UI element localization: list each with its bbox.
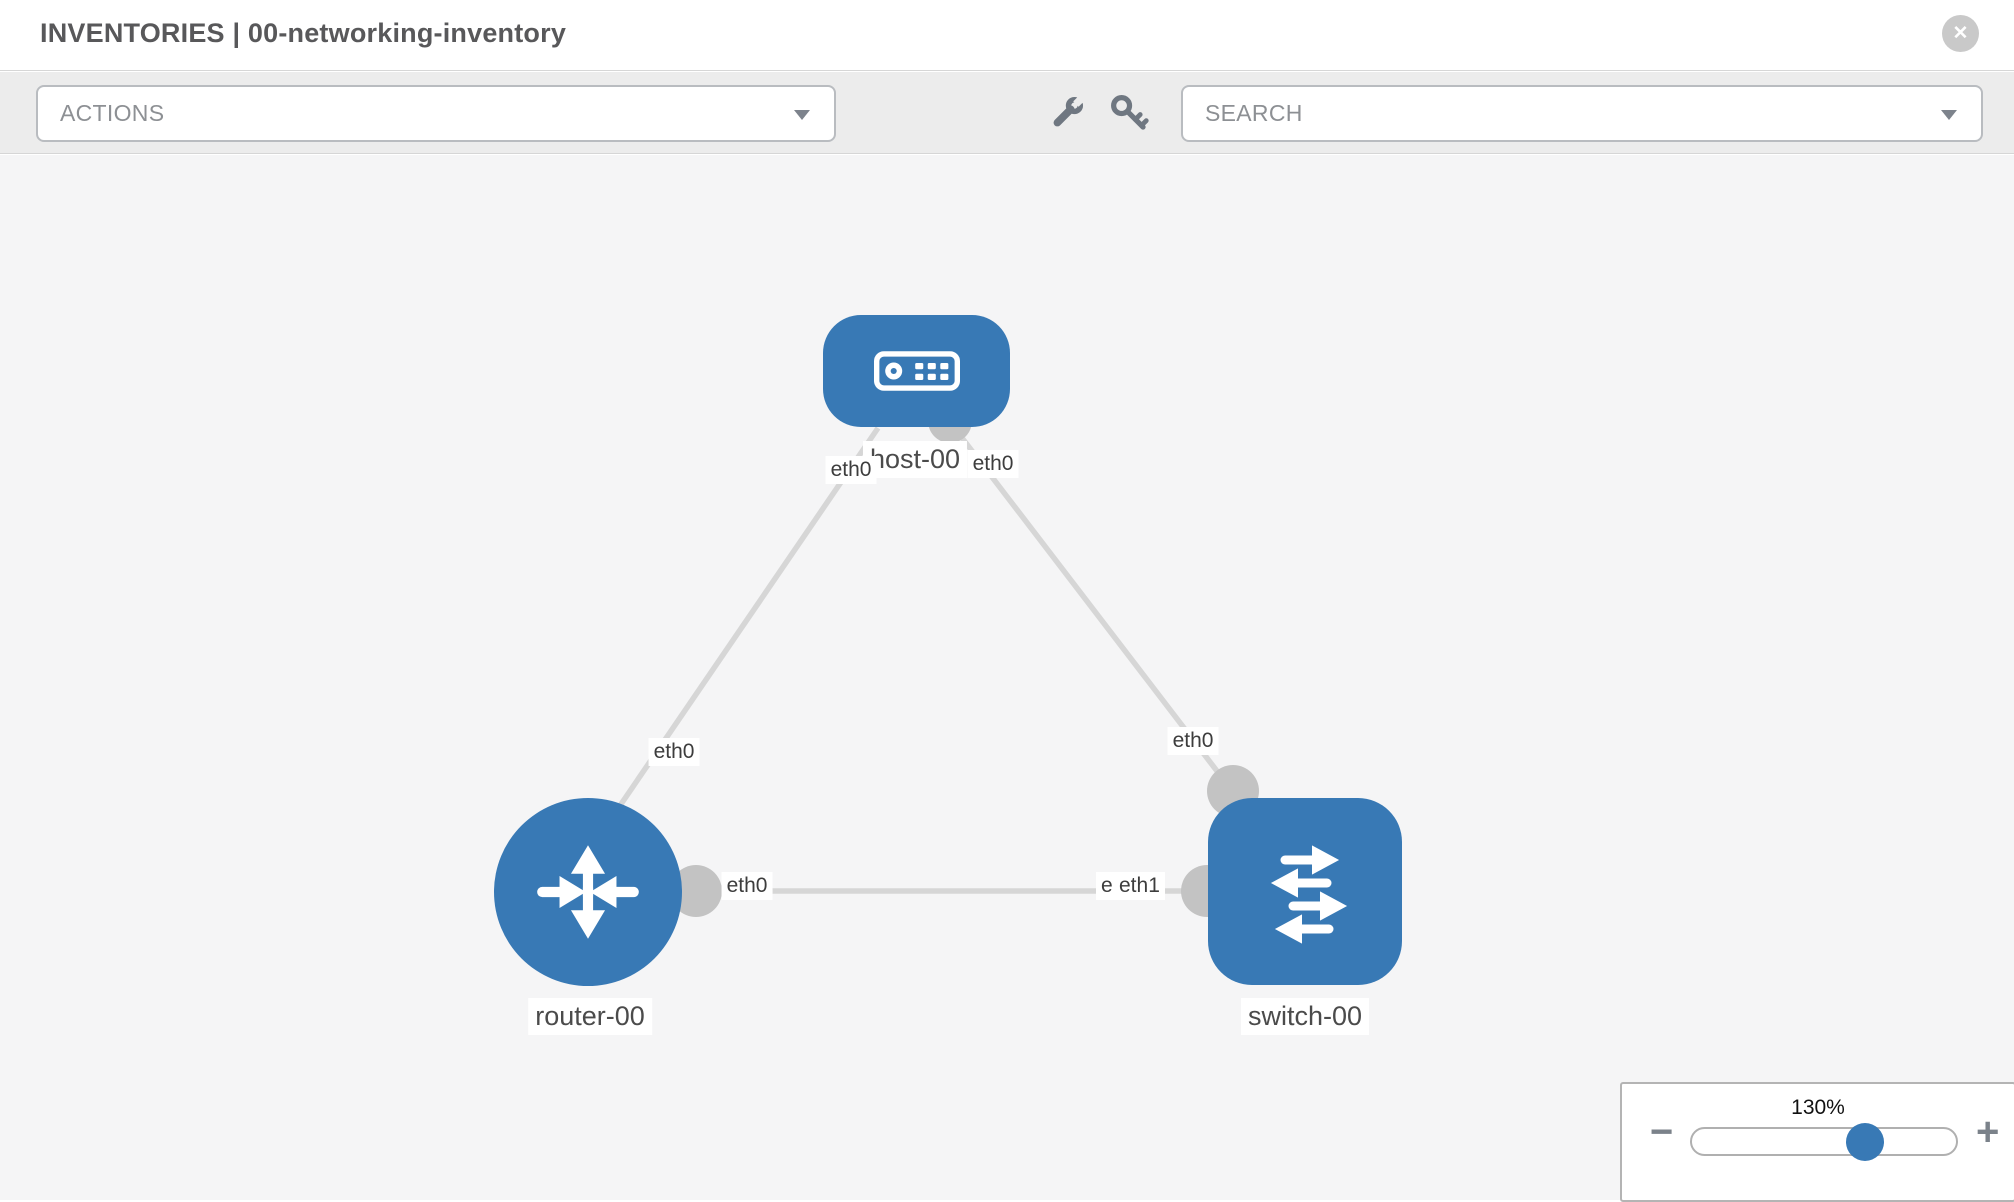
interface-label-host-eth0-right: eth0 — [967, 450, 1019, 478]
topology-canvas[interactable]: host-00 router-00 switch-00 eth0 eth0 et… — [0, 155, 2014, 1202]
key-icon — [1111, 95, 1149, 130]
interface-label-switch-eth0: eth0 — [1167, 727, 1219, 755]
chevron-down-icon — [794, 110, 810, 120]
search-dropdown-label: SEARCH — [1205, 100, 1303, 126]
node-router-00[interactable] — [494, 798, 682, 986]
router-icon — [537, 845, 639, 939]
plus-icon: + — [1976, 1110, 2000, 1154]
zoom-level: 130% — [1791, 1096, 1845, 1119]
close-button[interactable]: ✕ — [1942, 15, 1979, 52]
search-dropdown[interactable]: SEARCH — [1181, 85, 1983, 142]
zoom-slider-track[interactable] — [1690, 1127, 1958, 1156]
credentials-button[interactable] — [1108, 92, 1154, 143]
interface-dot-router-eth0 — [670, 865, 722, 917]
node-label-switch-00: switch-00 — [1240, 998, 1370, 1035]
actions-dropdown-label: ACTIONS — [60, 100, 165, 126]
server-device-icon — [873, 351, 960, 391]
close-icon: ✕ — [1952, 23, 1969, 44]
configure-button[interactable] — [1046, 92, 1088, 139]
links-layer — [614, 399, 1259, 917]
switch-icon — [1270, 844, 1348, 944]
node-host-00[interactable] — [823, 315, 1010, 427]
zoom-panel: 130% − + — [1620, 1082, 2014, 1202]
interface-label-switch-eth1: eth1 — [1112, 872, 1165, 900]
node-switch-00[interactable] — [1208, 798, 1402, 985]
node-label-router-00: router-00 — [528, 998, 652, 1035]
interface-label-router-eth0: eth0 — [721, 872, 773, 900]
page-title: INVENTORIES | 00-networking-inventory — [40, 18, 567, 48]
interface-label-router-eth0-uplink: eth0 — [648, 738, 700, 766]
interface-label-host-eth0-left: eth0 — [825, 456, 877, 484]
zoom-in-button[interactable]: + — [1976, 1112, 1999, 1152]
zoom-out-button[interactable]: − — [1650, 1112, 1673, 1152]
zoom-slider-handle[interactable] — [1846, 1123, 1884, 1161]
node-label-host-00: host-00 — [862, 441, 968, 478]
wrench-icon — [1053, 94, 1086, 127]
header: INVENTORIES | 00-networking-inventory ✕ — [0, 0, 2014, 71]
toolbar: ACTIONS SEARCH — [0, 72, 2014, 154]
minus-icon: − — [1650, 1110, 1674, 1154]
actions-dropdown[interactable]: ACTIONS — [36, 85, 836, 142]
chevron-down-icon — [1941, 110, 1957, 120]
